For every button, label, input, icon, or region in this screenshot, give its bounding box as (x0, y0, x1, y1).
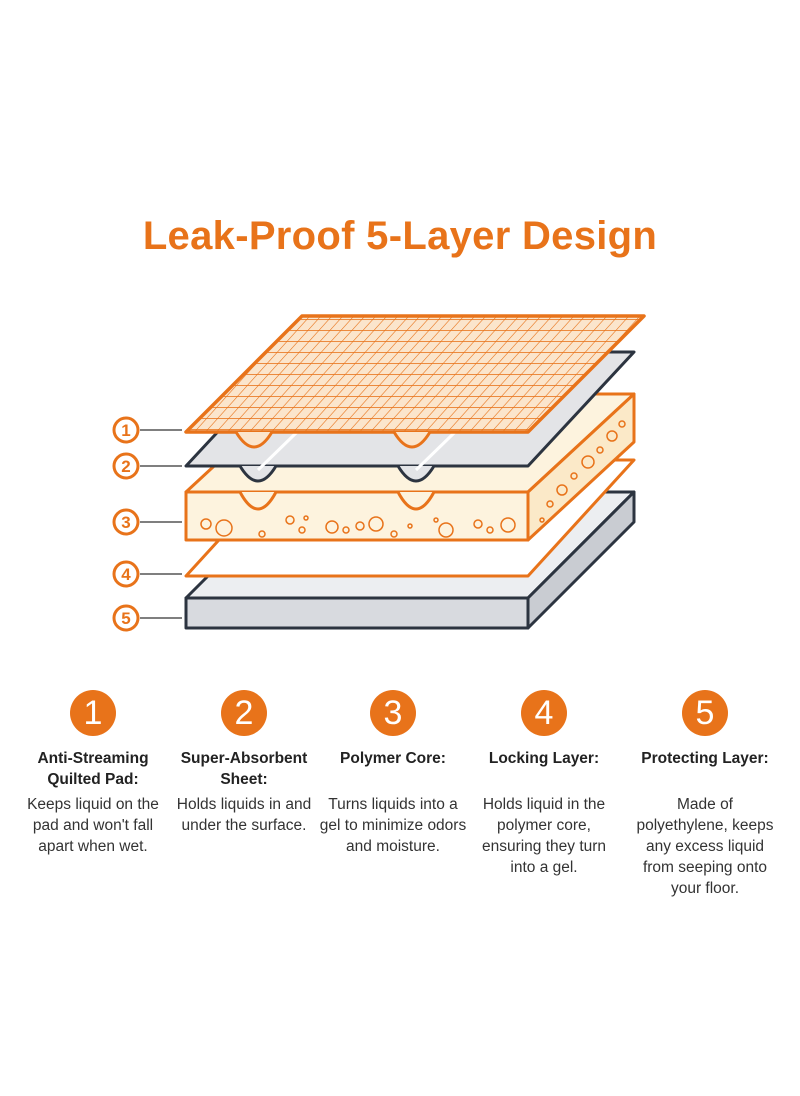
layer-description: Made of polyethylene, keeps any excess l… (636, 796, 774, 897)
layer-name: Protecting Layer: (641, 750, 769, 767)
layer-diagram: 1 2 3 4 5 (112, 314, 646, 632)
layer-number-badge: 2 (221, 690, 267, 736)
callout-2-label: 2 (121, 457, 130, 476)
layer-column-1: 1 Anti-Streaming Quilted Pad: Keeps liqu… (18, 690, 168, 857)
layer-descriptions: 1 Anti-Streaming Quilted Pad: Keeps liqu… (12, 690, 788, 930)
callout-1: 1 (112, 416, 182, 444)
layer-description: Keeps liquid on the pad and won't fall a… (27, 796, 159, 855)
callout-4: 4 (112, 560, 182, 588)
layer-name: Polymer Core: (340, 750, 446, 767)
layer-name: Locking Layer: (488, 750, 600, 767)
layer-number-badge: 1 (70, 690, 116, 736)
callout-2: 2 (112, 452, 182, 480)
layer-description: Holds liquids in and under the surface. (176, 796, 312, 834)
layer-number-badge: 4 (521, 690, 567, 736)
layer-description: Holds liquid in the polymer core, ensuri… (481, 796, 607, 876)
layer-name: Super-Absorbent Sheet: (180, 750, 308, 788)
layer-column-2: 2 Super-Absorbent Sheet: Holds liquids i… (169, 690, 319, 836)
callout-5: 5 (112, 604, 182, 632)
layer-number-badge: 5 (682, 690, 728, 736)
callout-3-label: 3 (121, 513, 130, 532)
layer-column-4: 4 Locking Layer: Holds liquid in the pol… (469, 690, 619, 878)
layer-number-badge: 3 (370, 690, 416, 736)
callout-4-label: 4 (121, 565, 131, 584)
layer-name: Anti-Streaming Quilted Pad: (37, 750, 149, 788)
callout-1-label: 1 (121, 421, 130, 440)
callout-5-label: 5 (121, 609, 130, 628)
layer-column-3: 3 Polymer Core: Turns liquids into a gel… (318, 690, 468, 857)
layer-description: Turns liquids into a gel to minimize odo… (319, 796, 467, 855)
layer-1-quilted-pad (184, 314, 646, 449)
layer-column-5: 5 Protecting Layer: Made of polyethylene… (630, 690, 780, 899)
page-title: Leak-Proof 5-Layer Design (142, 214, 658, 258)
callout-3: 3 (112, 508, 182, 536)
